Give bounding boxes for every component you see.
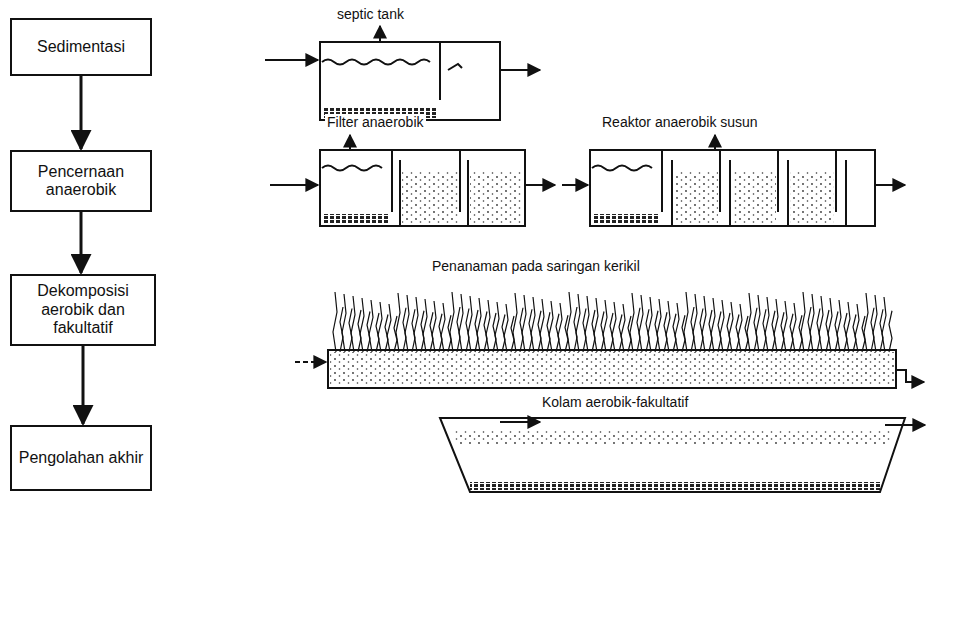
reed-stroke bbox=[522, 295, 526, 352]
unit-label: septic tank bbox=[335, 6, 406, 22]
reed-stroke bbox=[459, 294, 463, 352]
reed-stroke bbox=[540, 299, 544, 352]
unit-label: Reaktor anaerobik susun bbox=[600, 114, 760, 130]
reed-stroke bbox=[369, 300, 373, 352]
process-box: Pencernaan anaerobik bbox=[10, 150, 152, 212]
box-label: Sedimentasi bbox=[37, 38, 125, 56]
reed-stroke bbox=[819, 296, 823, 352]
reed-stroke bbox=[711, 298, 715, 352]
reed-stroke bbox=[333, 292, 337, 352]
process-box: Sedimentasi bbox=[10, 18, 152, 76]
reed-stroke bbox=[756, 295, 760, 352]
box-label: Pengolahan akhir bbox=[19, 449, 144, 467]
reed-stroke bbox=[432, 301, 436, 352]
unit-label: Penanaman pada saringan kerikil bbox=[430, 258, 642, 274]
reed-stroke bbox=[378, 302, 382, 352]
reed-stroke bbox=[675, 303, 679, 352]
reed-stroke bbox=[585, 296, 589, 352]
reed-stroke bbox=[342, 294, 346, 352]
reed-stroke bbox=[864, 293, 868, 352]
reed-stroke bbox=[486, 300, 490, 352]
reed-stroke bbox=[738, 304, 742, 352]
reed-stroke bbox=[558, 303, 562, 352]
reed-stroke bbox=[846, 302, 850, 352]
reed-stroke bbox=[405, 295, 409, 352]
reed-stroke bbox=[873, 295, 877, 352]
reed-stroke bbox=[729, 302, 733, 352]
reed-stroke bbox=[603, 300, 607, 352]
reed-stroke bbox=[351, 296, 355, 352]
unit-label: Filter anaerobik bbox=[325, 114, 426, 130]
reed-stroke bbox=[441, 303, 445, 352]
reed-stroke bbox=[630, 293, 634, 352]
reed-stroke bbox=[882, 297, 886, 352]
reed-stroke bbox=[360, 298, 364, 352]
reed-stroke bbox=[477, 298, 481, 352]
reed-stroke bbox=[495, 302, 499, 352]
unit-label: Kolam aerobik-fakultatif bbox=[540, 394, 690, 410]
reed-stroke bbox=[567, 292, 571, 352]
reed-stroke bbox=[801, 292, 805, 352]
reed-stroke bbox=[693, 294, 697, 352]
reed-stroke bbox=[468, 296, 472, 352]
reed-stroke bbox=[396, 293, 400, 352]
reed-stroke bbox=[648, 297, 652, 352]
reed-stroke bbox=[657, 299, 661, 352]
reed-stroke bbox=[450, 292, 454, 352]
reed-stroke bbox=[828, 298, 832, 352]
reed-stroke bbox=[504, 304, 508, 352]
reed-stroke bbox=[810, 294, 814, 352]
reed-stroke bbox=[612, 302, 616, 352]
reed-stroke bbox=[702, 296, 706, 352]
reed-stroke bbox=[837, 300, 841, 352]
flow-arrow bbox=[80, 212, 83, 273]
reed-stroke bbox=[792, 303, 796, 352]
reed-stroke bbox=[774, 299, 778, 352]
reed-stroke bbox=[594, 298, 598, 352]
reed-stroke bbox=[783, 301, 787, 352]
reed-stroke bbox=[639, 295, 643, 352]
flow-arrow bbox=[82, 346, 85, 424]
reed-stroke bbox=[855, 304, 859, 352]
reed-stroke bbox=[684, 292, 688, 352]
process-box: Dekomposisi aerobik dan fakultatif bbox=[10, 274, 156, 346]
reed-stroke bbox=[423, 299, 427, 352]
reed-stroke bbox=[576, 294, 580, 352]
reed-stroke bbox=[513, 293, 517, 352]
reed-stroke bbox=[889, 311, 892, 352]
box-label: Pencernaan anaerobik bbox=[18, 163, 144, 200]
reed-stroke bbox=[621, 304, 625, 352]
reed-stroke bbox=[765, 297, 769, 352]
box-label: Dekomposisi aerobik dan fakultatif bbox=[18, 282, 148, 337]
reed-stroke bbox=[549, 301, 553, 352]
reed-stroke bbox=[387, 304, 391, 352]
process-box: Pengolahan akhir bbox=[10, 425, 152, 491]
reed-stroke bbox=[666, 301, 670, 352]
reed-stroke bbox=[531, 297, 535, 352]
reed-stroke bbox=[414, 297, 418, 352]
flow-arrow bbox=[80, 76, 83, 149]
reed-stroke bbox=[747, 293, 751, 352]
reed-stroke bbox=[720, 300, 724, 352]
